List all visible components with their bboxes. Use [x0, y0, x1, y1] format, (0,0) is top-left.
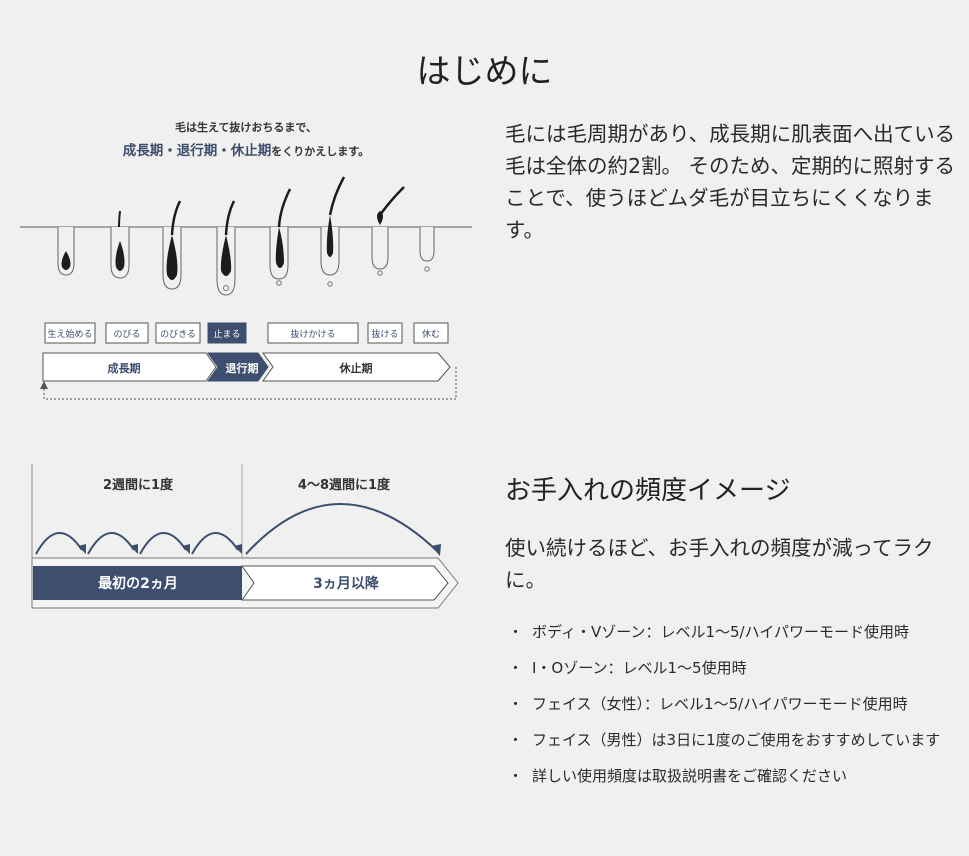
- hair-follicle-stage-2: [110, 210, 130, 279]
- hair-follicle-stage-7a: [371, 186, 405, 276]
- stage-label-2: のびる: [105, 322, 149, 344]
- monthly-arrowhead: [431, 544, 441, 556]
- frequency-lead: 使い続けるほど、お手入れの頻度が減ってラクに。: [505, 536, 934, 592]
- frequency-heading: お手入れの頻度イメージ: [505, 476, 791, 506]
- stage-label-1-text: 生え始める: [47, 328, 92, 340]
- stage-label-7-text: 休む: [422, 328, 440, 340]
- biweekly-arrowheads: [78, 544, 242, 554]
- phase-arrow-growth: 成長期: [42, 352, 217, 382]
- phase-growth-label: 成長期: [108, 361, 141, 375]
- phase-arrow-regression: 退行期: [207, 352, 269, 382]
- stage-label-4: 止まる: [207, 322, 247, 344]
- stage-label-2-text: のびる: [113, 329, 140, 340]
- hair-follicle-stage-7b: [419, 227, 435, 272]
- hair-follicle-stage-6: [320, 176, 346, 287]
- stage-label-1: 生え始める: [44, 322, 96, 344]
- cycle-caption-phases: 成長期・退行期・休止期: [123, 142, 272, 159]
- stage-label-5-text: 抜けかける: [290, 328, 335, 340]
- hair-follicle-stage-5: [269, 188, 292, 286]
- hair-follicle-stage-4: [216, 200, 236, 296]
- stage-label-3: のびきる: [155, 322, 201, 344]
- stage-label-4-text: 止まる: [213, 328, 240, 340]
- frequency-diagram: 2週間に1度 4～8週間に1度 最初の2ヵ月 3ヵ月以降: [31, 464, 459, 609]
- monthly-arc: [245, 503, 437, 555]
- hair-follicle-stage-3: [162, 200, 182, 290]
- later-period-arrow: [241, 565, 449, 601]
- cycle-caption-line1: 毛は生えて抜けおちるまで、: [175, 120, 317, 134]
- page-title: はじめに: [416, 52, 553, 92]
- usage-note-face-male: フェイス（男性）は3日に1度のご使用をおすすめしています: [508, 728, 962, 752]
- first-period-label: 最初の2ヵ月: [98, 575, 178, 592]
- stage-label-5: 抜けかける: [267, 322, 359, 344]
- stage-label-3-text: のびきる: [160, 329, 196, 340]
- phase-regression-label: 退行期: [226, 361, 259, 375]
- usage-notes-list: ボディ・Vゾーン：レベル1～5/ハイパワーモード使用時 I・Oゾーン：レベル1～…: [508, 620, 962, 800]
- freq-left-label: 2週間に1度: [103, 477, 174, 493]
- hair-cycle-diagram: 毛は生えて抜けおちるまで、 成長期・退行期・休止期をくりかえします。: [20, 120, 472, 400]
- freq-right-label: 4～8週間に1度: [298, 477, 391, 493]
- cycle-caption-line2: 成長期・退行期・休止期をくりかえします。: [123, 142, 369, 159]
- phase-rest-label: 休止期: [339, 361, 373, 375]
- cycle-return-arrowhead: [40, 381, 48, 389]
- intro-paragraph: 毛には毛周期があり、成長期に肌表面へ出ている毛は全体の約2割。 そのため、定期的…: [505, 122, 956, 242]
- hair-follicle-stage-1: [57, 227, 75, 276]
- cycle-return-line: [43, 367, 457, 400]
- usage-note-manual: 詳しい使用頻度は取扱説明書をご確認ください: [508, 764, 962, 788]
- stage-label-7: 休む: [413, 322, 449, 344]
- phase-arrow-rest: 休止期: [262, 352, 451, 382]
- stage-label-6: 抜ける: [367, 322, 403, 344]
- stage-label-6-text: 抜ける: [371, 328, 398, 340]
- first-period-bar: [33, 566, 242, 600]
- cycle-caption-suffix: をくりかえします。: [271, 145, 369, 158]
- later-period-label: 3ヵ月以降: [313, 575, 380, 592]
- biweekly-arcs: [35, 532, 239, 555]
- usage-note-io: I・Oゾーン：レベル1～5使用時: [508, 656, 962, 680]
- usage-note-body-v: ボディ・Vゾーン：レベル1～5/ハイパワーモード使用時: [508, 620, 962, 644]
- usage-note-face-female: フェイス（女性）：レベル1～5/ハイパワーモード使用時: [508, 692, 962, 716]
